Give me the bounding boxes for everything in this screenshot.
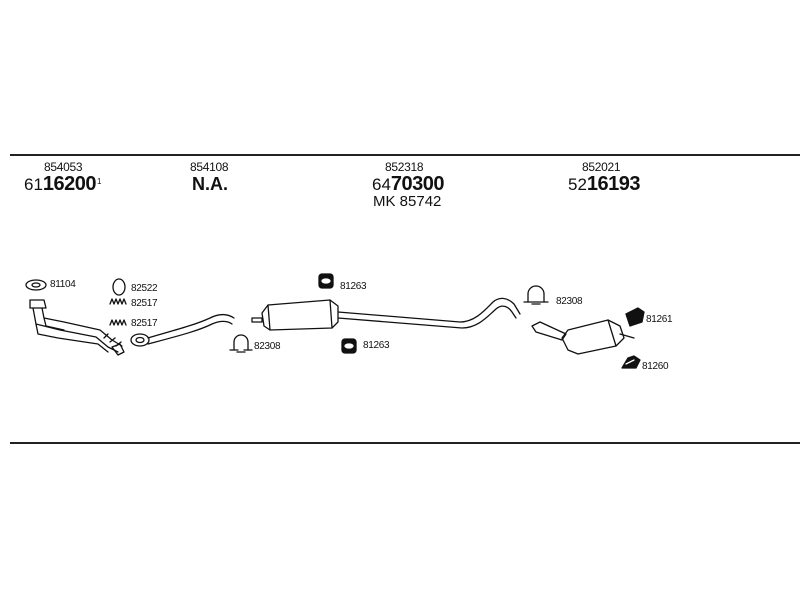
top-rule	[10, 154, 800, 156]
part-number-bold: 16200	[42, 173, 97, 195]
rear-silencer-icon	[531, 319, 635, 355]
rubber-mount-icon	[318, 273, 334, 289]
ref-854053: 854053	[44, 160, 83, 174]
bracket-icon	[621, 355, 641, 369]
spring-icon	[109, 319, 127, 326]
footnote-mark: 1	[97, 177, 102, 186]
ref-852021: 852021	[582, 160, 621, 174]
part-number-52-16193: 5216193	[568, 173, 641, 196]
rubber-mount-icon	[341, 338, 357, 354]
part-label-81263: 81263	[340, 281, 367, 292]
ring-icon	[112, 278, 126, 296]
part-label-81104: 81104	[50, 279, 76, 290]
not-available-label: N.A.	[192, 174, 228, 194]
front-pipe-icon	[29, 299, 125, 356]
rubber-mount-icon	[625, 307, 645, 327]
part-number-prefix: 64	[372, 175, 391, 194]
ref-852318: 852318	[385, 160, 424, 174]
part-number-61-16200: 61162001	[24, 173, 102, 196]
part-number-prefix: 52	[568, 175, 587, 194]
intermediate-pipe-icon	[130, 313, 235, 347]
part-label-82517: 82517	[131, 318, 158, 329]
u-clamp-icon	[523, 285, 549, 305]
mk-number: MK 85742	[373, 193, 442, 210]
part-label-82522: 82522	[131, 283, 158, 294]
part-label-81260: 81260	[642, 361, 669, 372]
u-clamp-icon	[229, 334, 253, 353]
spring-icon	[109, 298, 127, 305]
part-label-82308: 82308	[254, 341, 281, 352]
part-label-82308: 82308	[556, 296, 583, 307]
part-number-bold: 16193	[586, 173, 641, 195]
part-label-81263: 81263	[363, 340, 390, 351]
bottom-rule	[10, 442, 800, 444]
part-number-prefix: 61	[24, 175, 43, 194]
part-number-64-70300: 6470300	[372, 173, 445, 196]
middle-silencer-icon	[251, 297, 521, 331]
gasket-icon	[25, 279, 47, 291]
part-number-bold: 70300	[390, 173, 445, 195]
ref-854108: 854108	[190, 160, 229, 174]
part-label-81261: 81261	[646, 314, 673, 325]
part-label-82517: 82517	[131, 298, 158, 309]
